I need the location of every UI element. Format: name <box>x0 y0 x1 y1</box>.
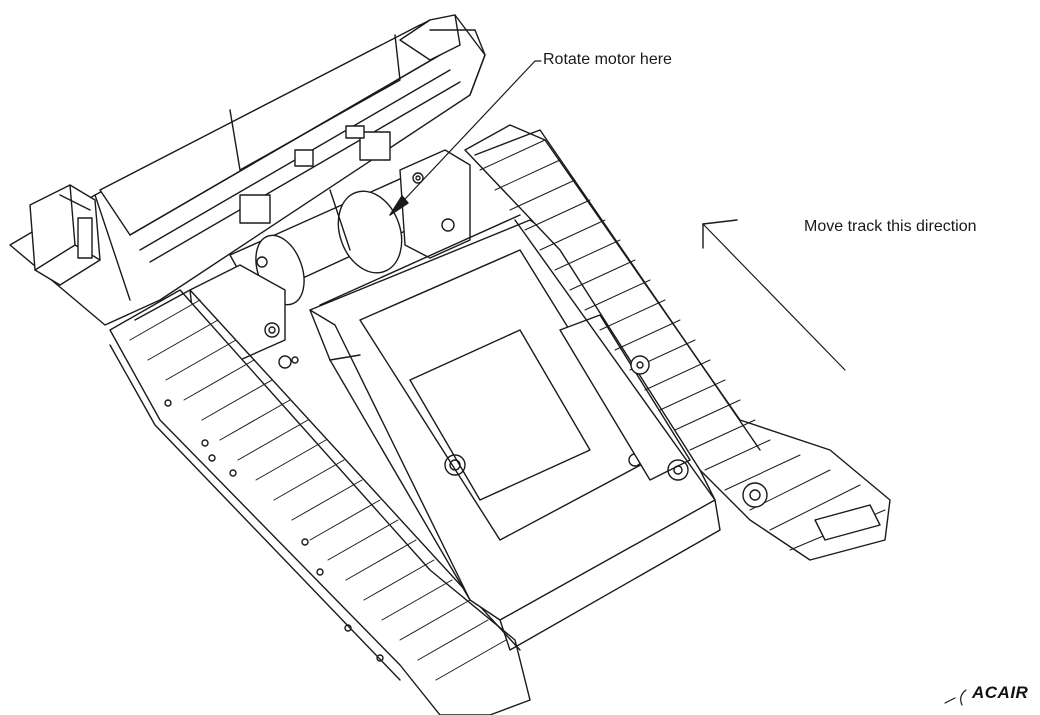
left-track <box>109 289 531 715</box>
right-track-links <box>479 139 886 551</box>
rotate-motor-label: Rotate motor here <box>543 51 672 68</box>
right-track <box>464 124 891 561</box>
logo-mark <box>944 689 967 706</box>
left-track-links <box>129 299 507 681</box>
terminal-block <box>29 184 101 286</box>
drive-motor <box>229 169 441 306</box>
logo: ACAIR <box>972 683 1029 702</box>
electronics-board <box>9 14 486 326</box>
move-track-label: Move track this direction <box>804 218 977 235</box>
callout-arrows <box>389 60 846 371</box>
